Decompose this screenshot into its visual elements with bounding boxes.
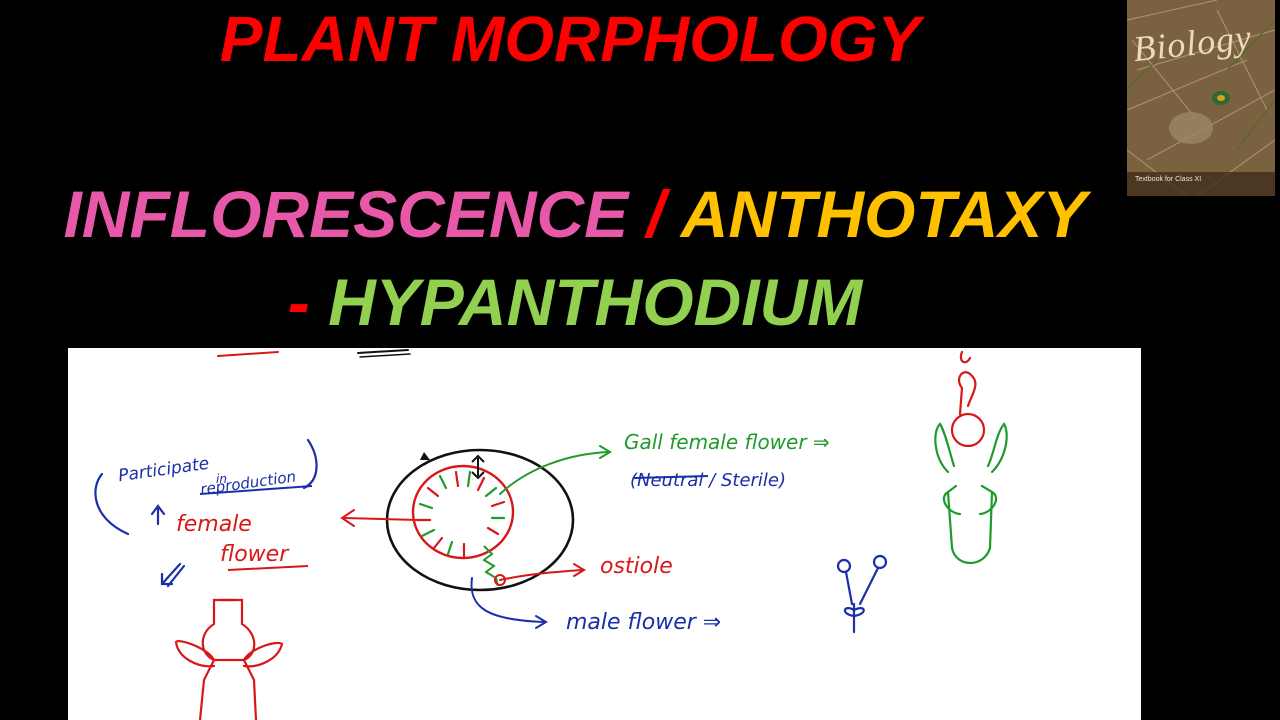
hypanthodium-diagram <box>94 349 1008 720</box>
gall-flower-sketch <box>934 422 1008 564</box>
reproduction-underline <box>199 485 313 495</box>
top-edge-marks <box>217 349 411 358</box>
biology-book-cover: Biology Textbook for Class XI <box>1127 0 1275 196</box>
title-line1-text: PLANT MORPHOLOGY <box>219 3 921 75</box>
book-cover-texture <box>1127 0 1275 196</box>
title-separator: / <box>628 177 681 251</box>
title-hypanthodium-text: HYPANTHODIUM <box>328 265 863 339</box>
title-dash: - <box>287 265 329 339</box>
label-male-flower: male flower ⇒ <box>566 610 722 635</box>
inner-cavity <box>411 464 515 560</box>
title-plant-morphology: PLANT MORPHOLOGY <box>0 2 1145 76</box>
title-inflorescence: INFLORESCENCE <box>63 177 629 251</box>
arrow-to-male <box>470 577 548 629</box>
book-subtitle: Textbook for Class XI <box>1135 176 1202 183</box>
arrow-to-ostiole <box>494 563 586 586</box>
label-female: female <box>176 512 252 537</box>
neutral-underline <box>633 475 709 479</box>
arrow-to-female <box>340 509 419 527</box>
flower-underline <box>227 565 309 571</box>
title-hypanthodium: - HYPANTHODIUM <box>0 264 1150 340</box>
whiteboard: Participate in reproduction female flowe… <box>68 348 1141 720</box>
label-gall-female-flower: Gall female flower ⇒ <box>624 430 830 454</box>
title-inflorescence-anthotaxy: INFLORESCENCE / ANTHOTAXY <box>0 176 1150 252</box>
gall-flower-style <box>950 350 986 448</box>
syconium-section <box>385 448 575 592</box>
label-in: in <box>216 472 227 486</box>
female-flower-sketch <box>174 598 284 720</box>
male-flower-sketch <box>836 554 888 634</box>
thickness-arrow <box>471 454 485 480</box>
label-ostiole: ostiole <box>600 554 673 579</box>
arrow-to-gall <box>499 445 612 495</box>
label-neutral-sterile: (Neutral / Sterile) <box>630 470 787 491</box>
title-anthotaxy: ANTHOTAXY <box>680 177 1087 251</box>
label-flower: flower <box>220 542 289 567</box>
top-marker <box>420 452 430 460</box>
inner-florets <box>416 470 506 558</box>
